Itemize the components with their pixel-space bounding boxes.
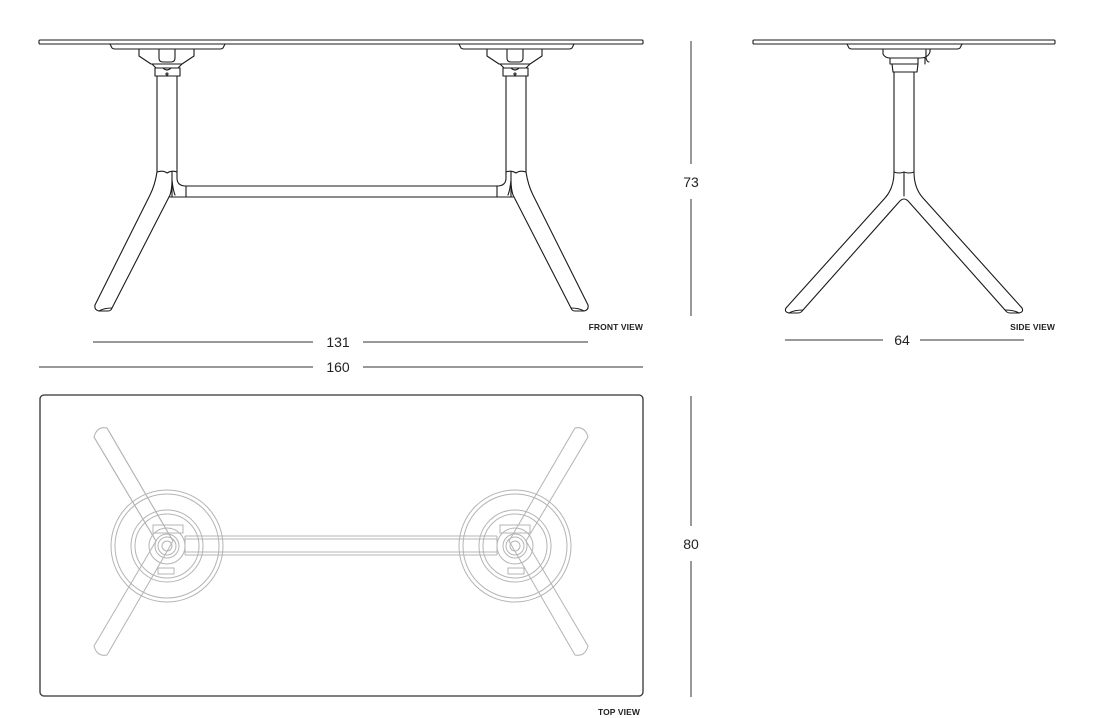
side-column-head [882,48,931,73]
front-column-left [156,75,178,173]
side-view [752,39,1056,314]
side-view-label: SIDE VIEW [1010,322,1056,332]
front-leg-left [94,171,173,312]
front-tabletop [38,39,644,45]
front-column-head-left [138,48,195,77]
dimension-leg-span-front: 131 [93,334,588,350]
front-leg-right [510,171,589,312]
top-tabletop-outline [39,394,644,697]
top-base-left [93,427,224,656]
dimension-overall-width: 80 [683,396,699,697]
dimension-label-160: 160 [326,359,350,375]
top-view [39,394,644,697]
top-crossbeam [184,535,498,556]
top-view-label: TOP VIEW [598,707,641,717]
front-mount-plate-right [458,43,575,50]
dimension-label-80: 80 [683,536,699,552]
dimension-overall-length: 160 [39,359,643,375]
front-view [38,39,644,312]
dimension-height: 73 [683,41,699,316]
top-base-right [458,427,589,656]
side-tabletop [752,39,1056,45]
side-column [893,71,915,173]
front-column-right [505,75,527,173]
dimension-label-64: 64 [894,332,910,348]
front-column-head-right [486,48,543,77]
front-crossbeam [169,185,514,198]
side-mount-plate [846,43,963,50]
front-view-label: FRONT VIEW [589,322,644,332]
side-leg-left [784,171,1024,314]
front-mount-plate-left [109,43,226,50]
dimension-label-131: 131 [326,334,350,350]
dimension-label-73: 73 [683,174,699,190]
dimension-leg-span-side: 64 [785,332,1024,348]
